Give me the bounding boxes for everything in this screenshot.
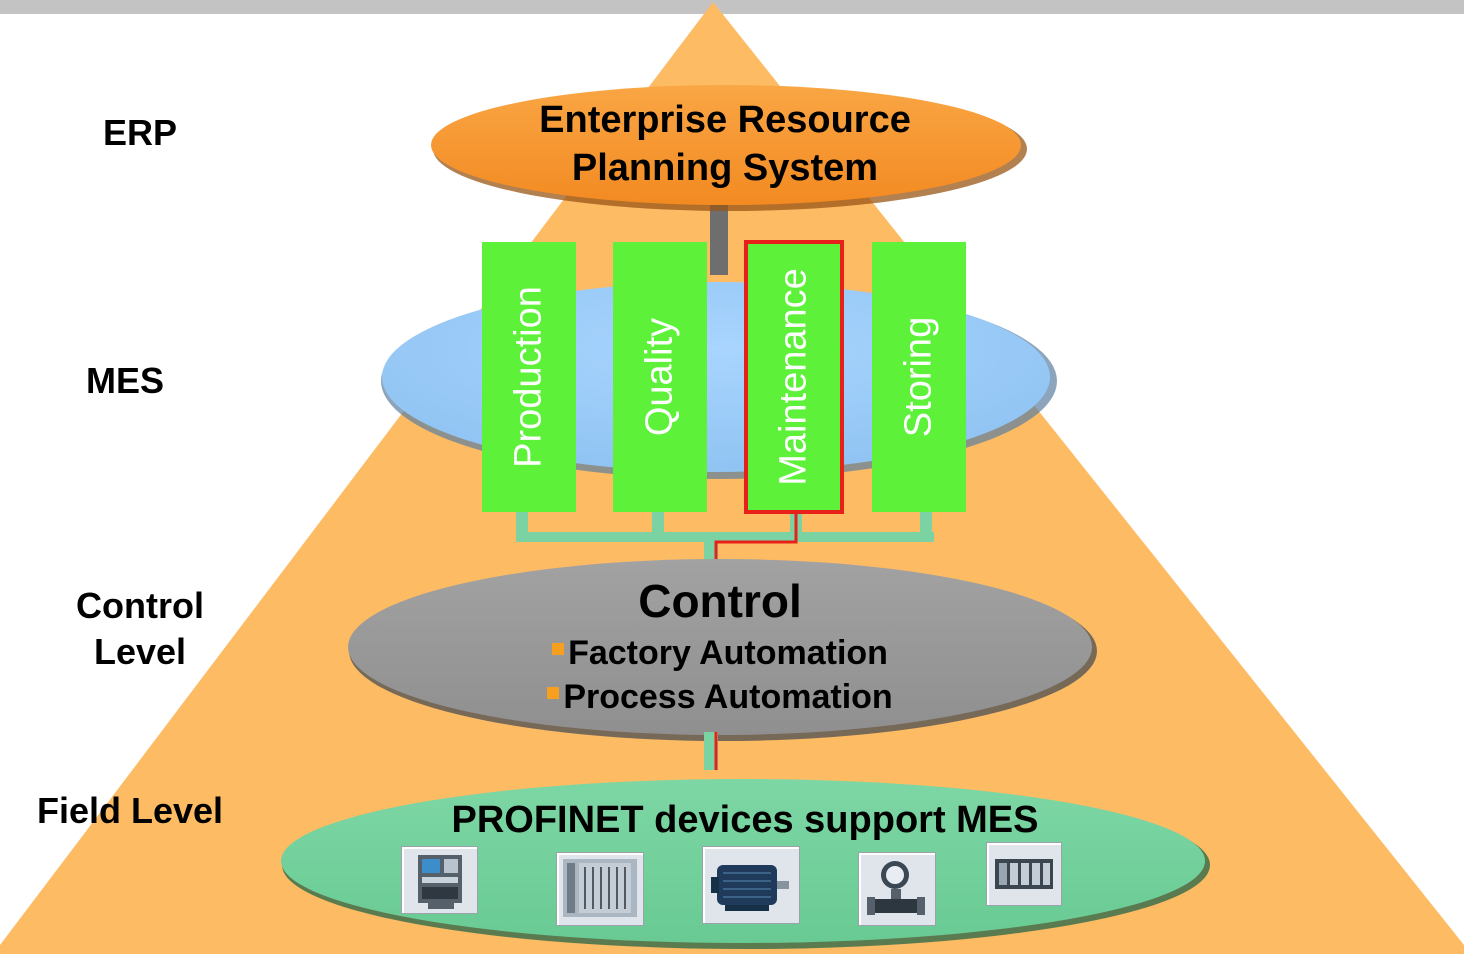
mes-module-quality[interactable]: Quality [613, 242, 707, 512]
motor-drive-icon [702, 846, 800, 924]
level-label-control: Control Level [40, 583, 240, 675]
mes-module-label: Quality [638, 317, 681, 437]
control-item-process-text: Process Automation [563, 678, 893, 716]
control-item-factory: Factory Automation [480, 632, 960, 674]
plc-rack-icon [556, 852, 644, 926]
bus-drop-2 [652, 512, 664, 536]
mes-module-label: Storing [897, 316, 940, 438]
control-item-process: Process Automation [480, 676, 960, 718]
mes-module-label: Maintenance [772, 268, 815, 486]
mes-module-maintenance[interactable]: Maintenance [744, 240, 844, 514]
level-label-control-line1: Control [76, 585, 204, 626]
erp-title-line1: Enterprise Resource [539, 99, 911, 141]
flow-meter-icon [858, 852, 936, 926]
erp-title: Enterprise Resource Planning System [460, 96, 990, 192]
bullet-icon [547, 687, 560, 700]
compact-controller-icon [986, 842, 1062, 906]
level-label-field: Field Level [36, 790, 224, 831]
field-title: PROFINET devices support MES [451, 799, 1039, 841]
erp-title-line2: Planning System [571, 147, 879, 189]
mes-module-label: Production [507, 286, 550, 468]
mes-module-production[interactable]: Production [482, 242, 576, 512]
pyramid-base [0, 945, 1464, 954]
erp-ellipse [431, 85, 1021, 205]
bus-drop-1 [516, 512, 528, 536]
control-item-factory-text: Factory Automation [568, 634, 888, 672]
io-module-icon [401, 846, 478, 914]
mes-module-storing[interactable]: Storing [872, 242, 966, 512]
level-label-control-line2: Level [93, 631, 187, 672]
level-label-mes: MES [85, 360, 164, 401]
erp-connector [710, 205, 728, 275]
maintenance-path [714, 512, 798, 562]
module-bus [516, 532, 934, 542]
control-ellipse [348, 559, 1092, 735]
bus-drop-4 [920, 512, 932, 536]
bullet-icon [552, 643, 565, 656]
top-band [0, 0, 1464, 14]
control-title: Control [638, 575, 802, 627]
level-label-erp: ERP [102, 112, 178, 153]
